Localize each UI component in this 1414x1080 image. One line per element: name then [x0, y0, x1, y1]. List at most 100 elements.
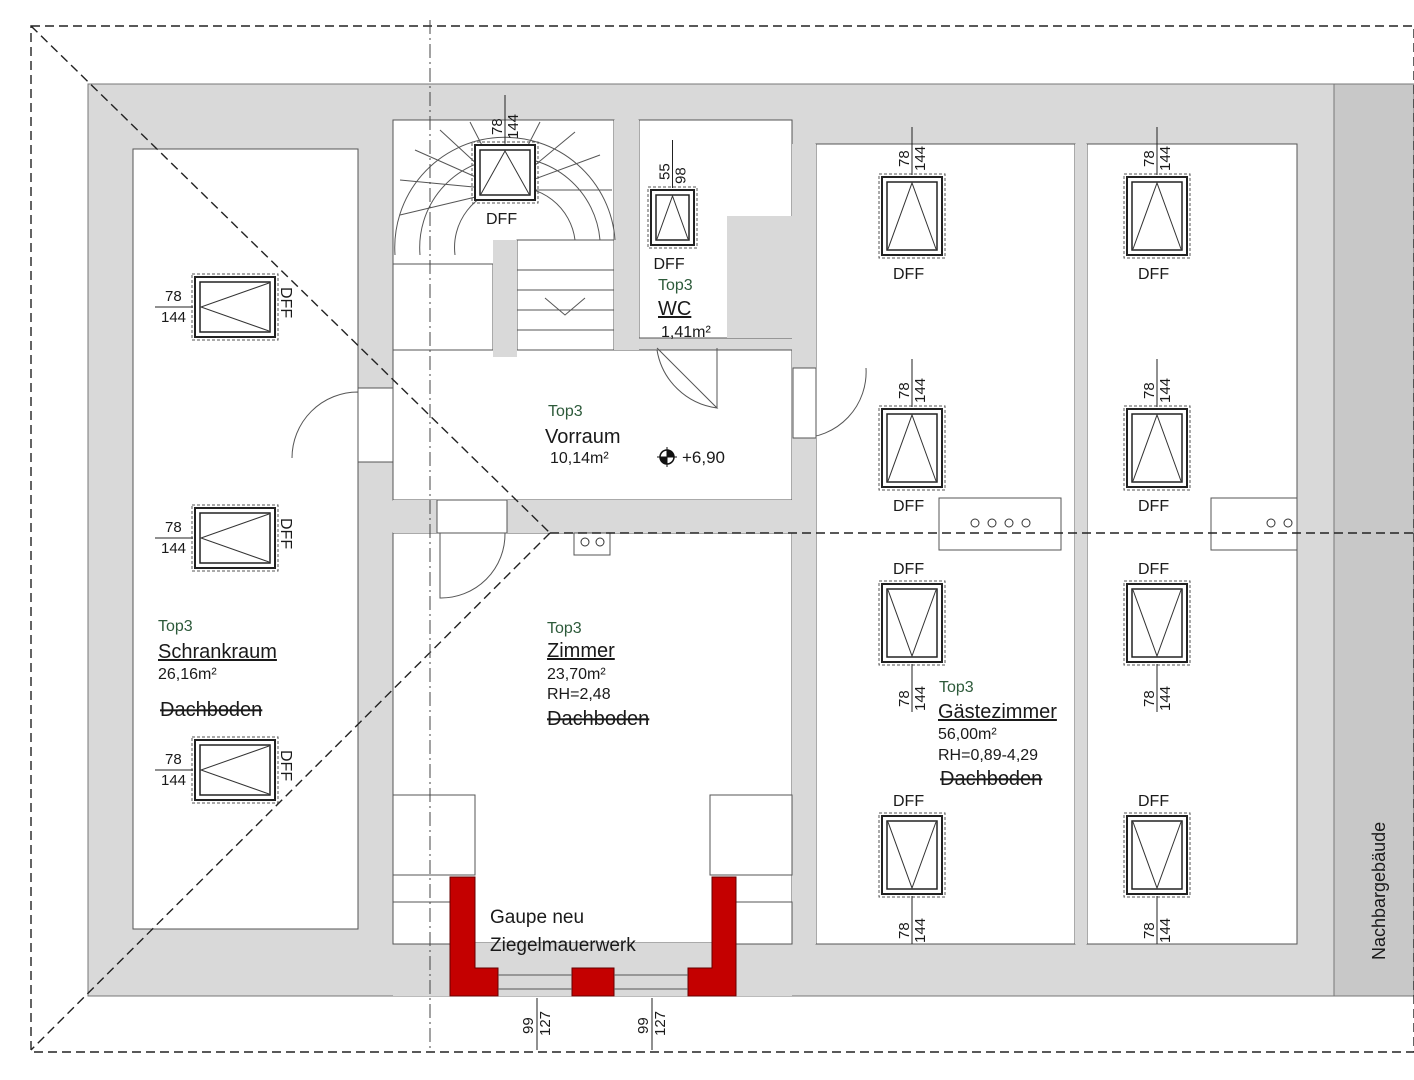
window-dim-width: 78	[896, 150, 913, 167]
window-dim-height: 144	[912, 686, 929, 711]
gaupe-dim-width: 99	[520, 1017, 537, 1034]
window-dff-label: DFF	[1138, 266, 1169, 283]
window-dim-height: 144	[505, 114, 522, 139]
roof-window-schrankraum-2: 78 144 DFF	[155, 504, 294, 572]
vorraum-level: +6,90	[682, 448, 725, 467]
neighbour-building-label: Nachbargebäude	[1369, 822, 1389, 960]
window-dim-height: 144	[912, 146, 929, 171]
schrankraum-area: 26,16m²	[158, 666, 217, 683]
wc-area: 1,41m²	[661, 324, 711, 341]
brick-wall-right	[687, 876, 737, 997]
window-dff-label: DFF	[893, 266, 924, 283]
window-dff-label: DFF	[893, 498, 924, 515]
zimmer-name: Zimmer	[547, 640, 615, 662]
roof-hip-ridge	[30, 25, 551, 534]
window-dff-label: DFF	[277, 750, 294, 781]
window-dff-label: DFF	[486, 211, 517, 228]
window-dim-height: 144	[1157, 686, 1174, 711]
vorraum-name: Vorraum	[545, 426, 621, 448]
roof-hip-ridge-lower	[30, 532, 551, 1051]
window-dim-height: 144	[1157, 918, 1174, 943]
window-dff-label: DFF	[277, 518, 294, 549]
gaupe-dim-width: 99	[635, 1017, 652, 1034]
wall-infill	[1075, 144, 1087, 944]
window-dim-height: 144	[1157, 146, 1174, 171]
schrankraum-name: Schrankraum	[158, 641, 277, 663]
window-dff-label: DFF	[654, 256, 685, 273]
dormer-niche-right	[709, 794, 793, 876]
vorraum-top: Top3	[548, 403, 583, 420]
gaestezimmer-note: Dachboden	[940, 768, 1042, 790]
gaestezimmer-area: 56,00m²	[938, 726, 997, 743]
chimney-flues-left	[970, 518, 1031, 528]
chimney-flues-zimmer	[580, 537, 605, 547]
window-dim-width: 78	[1141, 690, 1158, 707]
window-dim-height: 144	[161, 309, 186, 326]
gaestezimmer-top: Top3	[939, 679, 974, 696]
gaupe-note-line1: Gaupe neu	[490, 907, 584, 928]
window-dim-height: 144	[912, 918, 929, 943]
wall-infill	[727, 216, 792, 338]
dormer-sill-right	[732, 901, 793, 945]
window-dim-width: 55	[657, 163, 674, 180]
window-dim-height: 144	[161, 772, 186, 789]
window-dim-width: 78	[165, 751, 182, 768]
window-dff-label: DFF	[1138, 498, 1169, 515]
gaupe-dim-height: 127	[652, 1011, 669, 1036]
roof-window-schrankraum-3: 78 144 DFF	[155, 736, 294, 804]
window-dim-height: 144	[1157, 378, 1174, 403]
window-dff-label: DFF	[1138, 793, 1169, 810]
gaupe-note-line2: Ziegelmauerwerk	[490, 935, 636, 956]
wc-name: WC	[658, 298, 691, 320]
wall-infill	[614, 120, 639, 350]
window-dim-width: 78	[1141, 150, 1158, 167]
window-dim-height: 144	[161, 540, 186, 557]
vorraum-area: 10,14m²	[550, 450, 609, 467]
dormer-sill-left	[392, 901, 454, 945]
window-dim-height: 144	[912, 378, 929, 403]
brick-pillar-center	[571, 967, 615, 997]
window-dim-width: 78	[165, 288, 182, 305]
window-dim-height: 98	[673, 167, 690, 184]
zimmer-note: Dachboden	[547, 708, 649, 730]
wc-top: Top3	[658, 277, 693, 294]
window-dim-width: 78	[1141, 922, 1158, 939]
zimmer-area: 23,70m²	[547, 666, 606, 683]
zimmer-top: Top3	[547, 620, 582, 637]
window-dim-width: 78	[896, 690, 913, 707]
window-dim-width: 78	[896, 382, 913, 399]
window-dim-width: 78	[165, 519, 182, 536]
room-vorraum	[392, 349, 793, 501]
room-stair-run	[516, 239, 615, 351]
chimney-flues-right	[1266, 518, 1293, 528]
window-dff-label: DFF	[893, 561, 924, 578]
roof-outline	[30, 25, 1414, 1053]
level-marker-icon	[657, 447, 677, 467]
neighbour-building	[1333, 83, 1414, 997]
schrankraum-top: Top3	[158, 618, 193, 635]
wall-infill	[792, 144, 816, 944]
chimney-right	[1210, 497, 1298, 551]
doors	[291, 347, 867, 599]
window-dim-width: 78	[489, 118, 506, 135]
window-dff-label: DFF	[1138, 561, 1169, 578]
gaestezimmer-name: Gästezimmer	[938, 701, 1057, 723]
window-dim-width: 78	[896, 922, 913, 939]
gaupe-dim-height: 127	[537, 1011, 554, 1036]
schrankraum-note: Dachboden	[160, 699, 262, 721]
